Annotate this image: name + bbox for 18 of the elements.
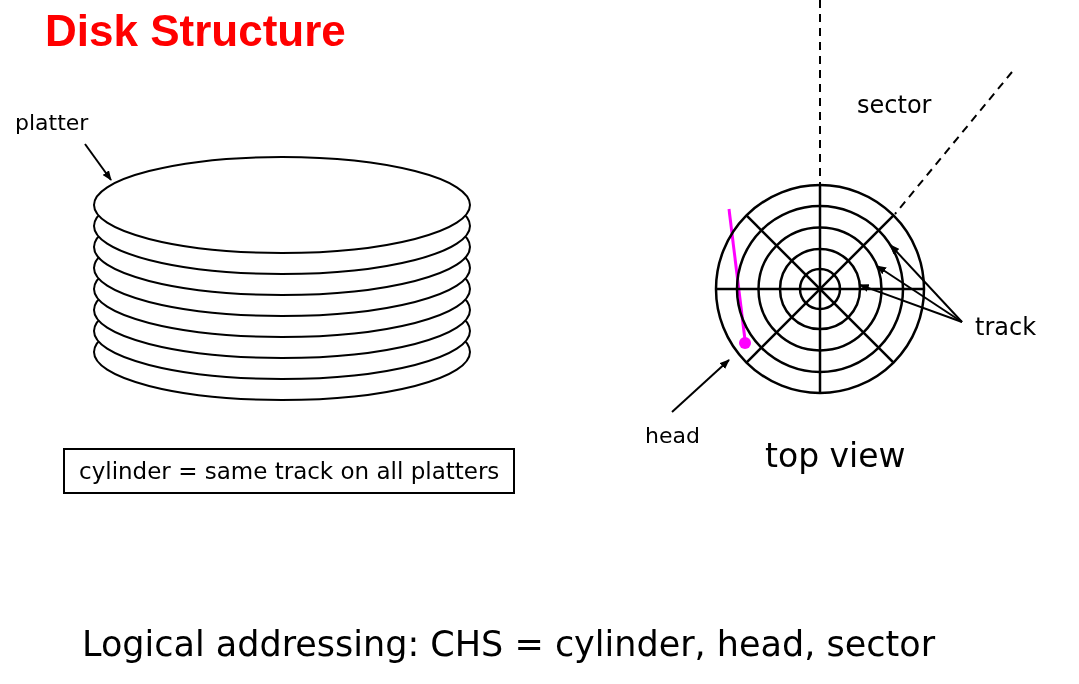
disk-top-view-drawing — [714, 183, 926, 395]
part-label: head — [645, 423, 700, 449]
title: Disk Structure — [45, 6, 346, 57]
sector-label: sector — [857, 92, 932, 120]
note-box: cylinder = same track on all platters — [63, 448, 516, 495]
track-ring — [778, 247, 862, 331]
platter-stack-drawing — [93, 156, 471, 401]
track-ring — [757, 226, 883, 352]
arrow — [84, 143, 112, 181]
arrow — [889, 244, 963, 323]
part-label: track — [975, 314, 1037, 342]
caption: Logical addressing: CHS = cylinder, head, sector — [82, 624, 936, 665]
view-caption: top view — [765, 437, 906, 475]
part-label: platter — [15, 110, 89, 136]
arrow — [671, 359, 730, 413]
track-ring — [735, 204, 905, 374]
arrow — [876, 264, 963, 323]
arrow — [858, 283, 963, 323]
